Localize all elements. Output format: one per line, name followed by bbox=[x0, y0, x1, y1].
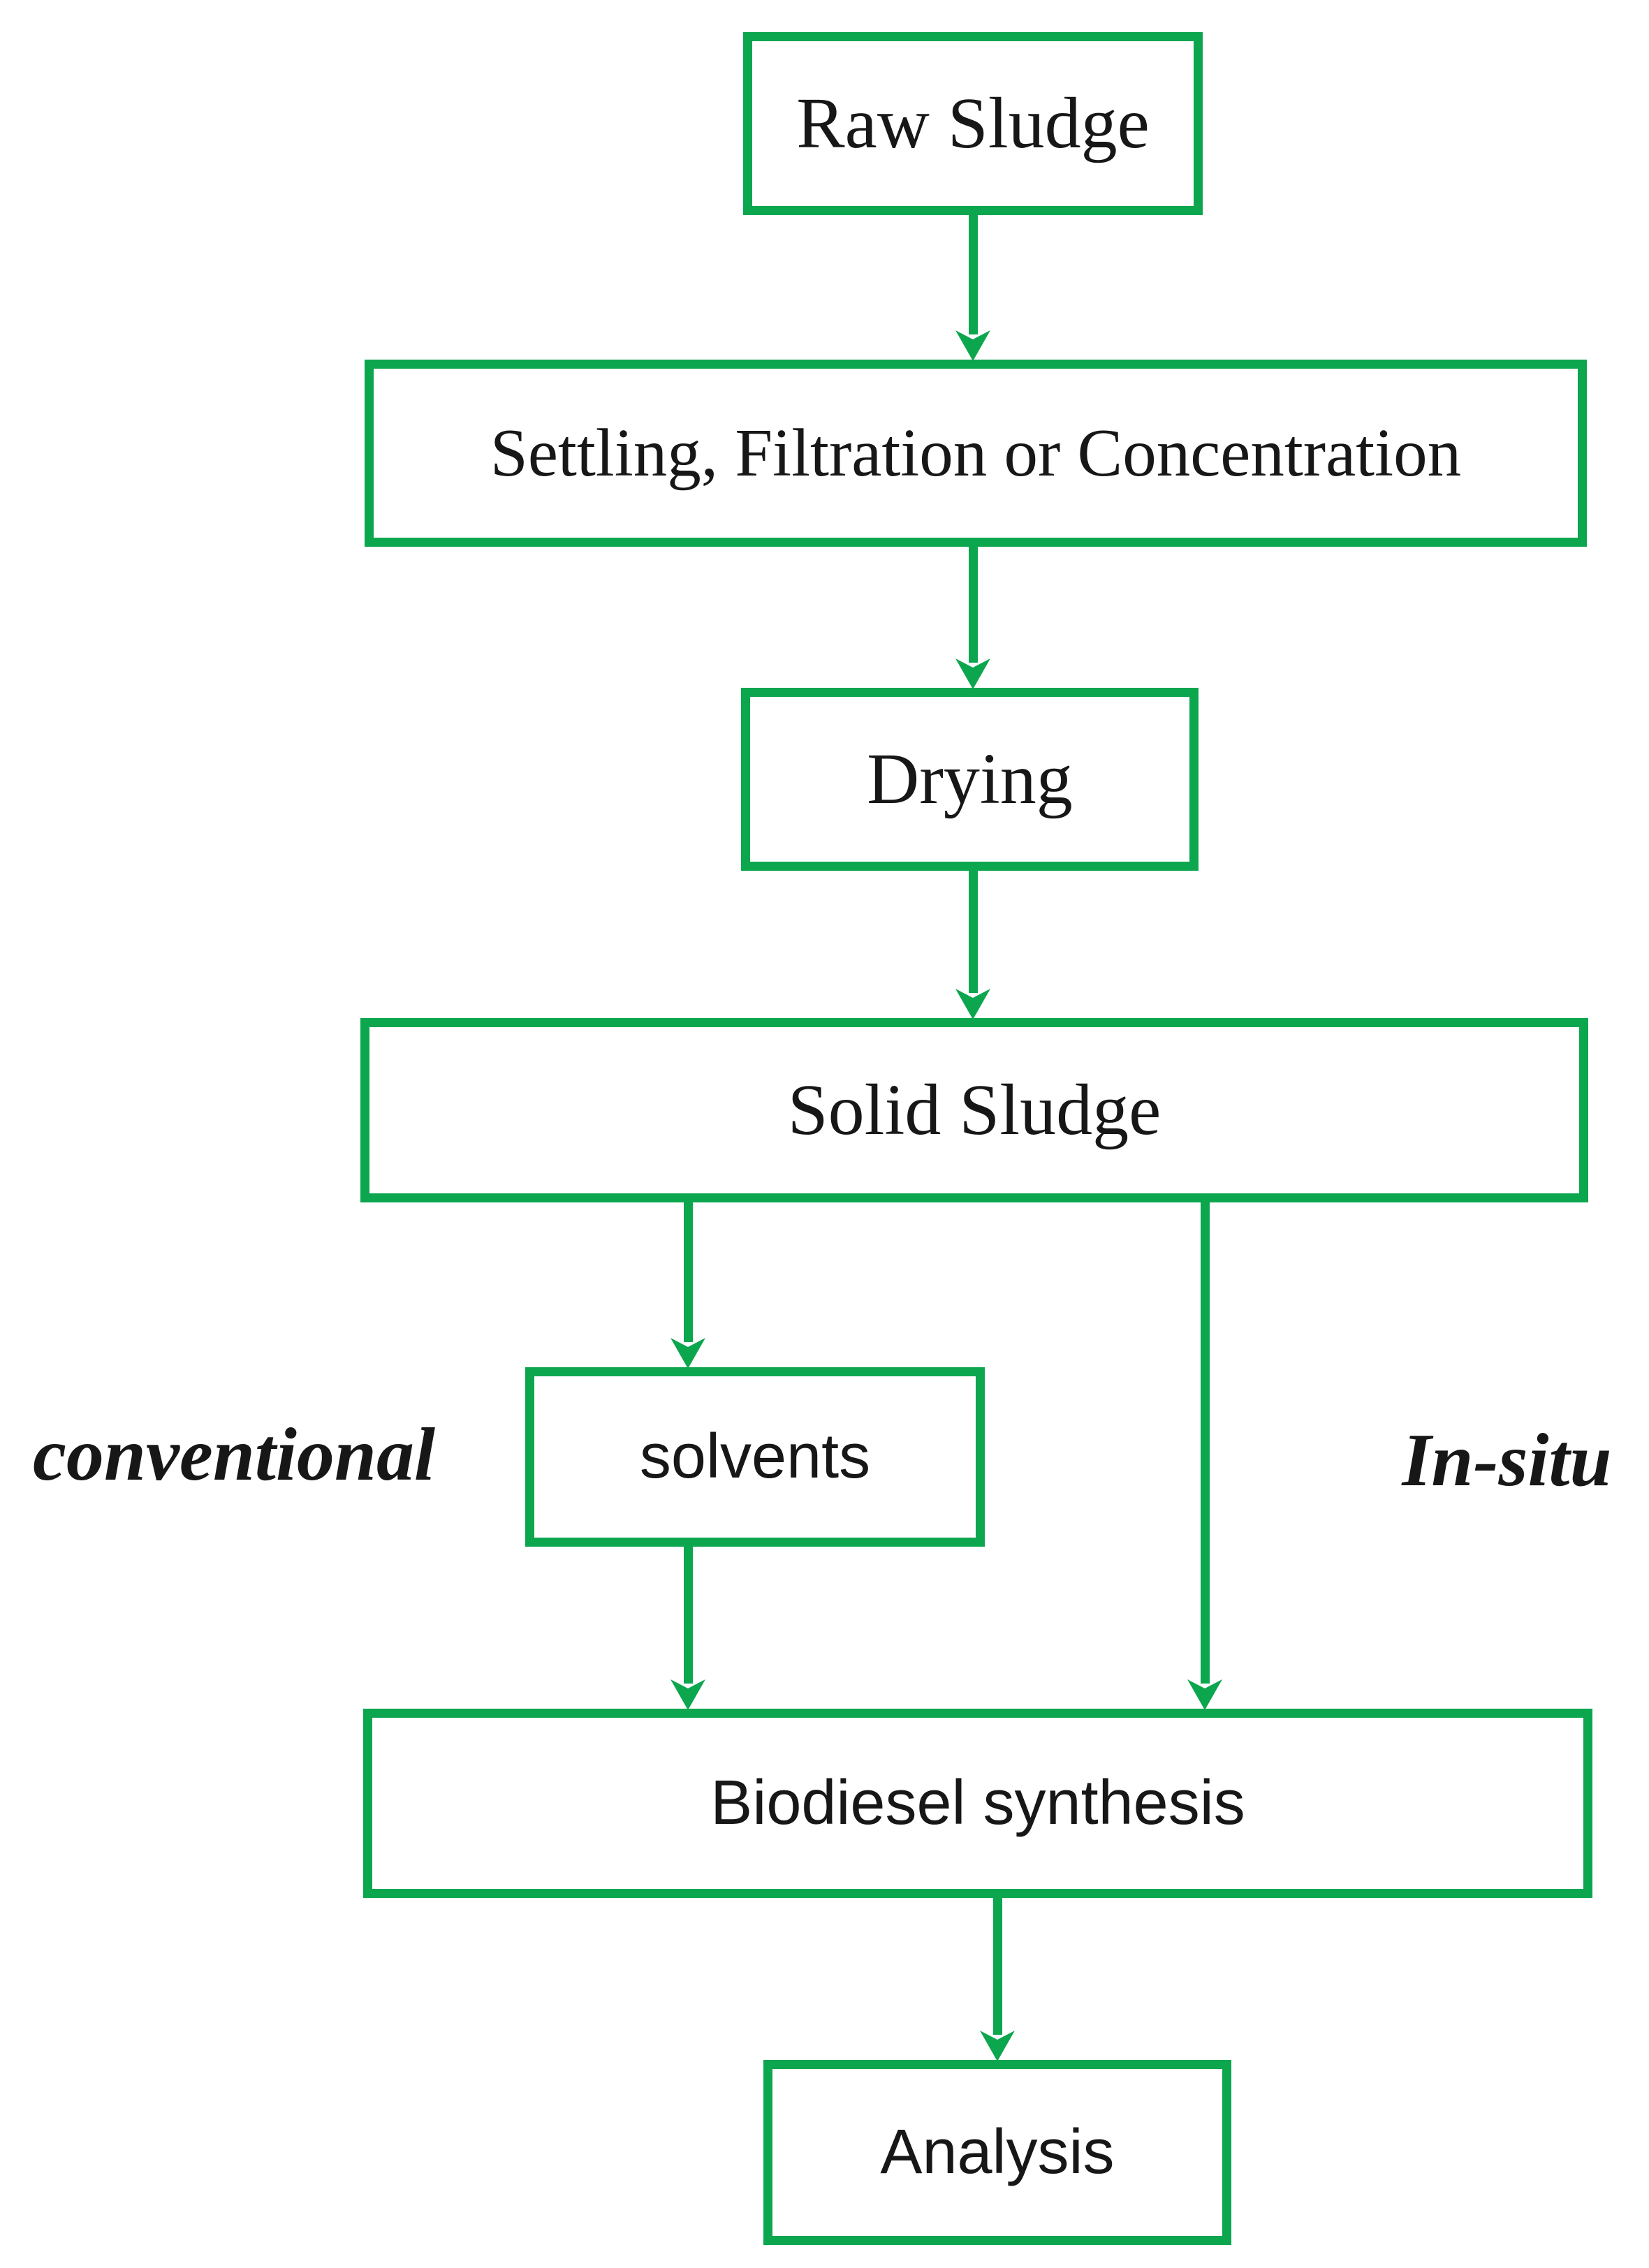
branch-label-conventional: conventional bbox=[32, 1413, 436, 1496]
node-solid-sludge-label: Solid Sludge bbox=[787, 1070, 1161, 1151]
arrow-down-icon bbox=[955, 869, 990, 1019]
node-biodiesel-synthesis: Biodiesel synthesis bbox=[363, 1709, 1592, 1898]
arrow-down-icon bbox=[955, 214, 990, 361]
node-solvents: solvents bbox=[525, 1367, 985, 1547]
arrowhead-down-icon bbox=[980, 2031, 1015, 2061]
node-analysis: Analysis bbox=[763, 2060, 1231, 2245]
arrow-shaft bbox=[968, 869, 978, 993]
node-raw-sludge-label: Raw Sludge bbox=[796, 83, 1150, 164]
arrowhead-down-icon bbox=[670, 1679, 705, 1710]
arrowhead-down-icon bbox=[955, 330, 990, 361]
arrow-shaft bbox=[683, 1201, 693, 1342]
arrow-down-icon bbox=[1187, 1201, 1222, 1710]
arrow-shaft bbox=[683, 1545, 693, 1684]
arrow-down-icon bbox=[670, 1545, 705, 1710]
node-solid-sludge: Solid Sludge bbox=[360, 1018, 1588, 1202]
arrow-shaft bbox=[1200, 1201, 1210, 1684]
node-drying-label: Drying bbox=[867, 739, 1073, 820]
arrowhead-down-icon bbox=[1187, 1679, 1222, 1710]
arrow-down-icon bbox=[670, 1201, 705, 1369]
arrowhead-down-icon bbox=[955, 658, 990, 689]
arrowhead-down-icon bbox=[955, 989, 990, 1019]
arrowhead-down-icon bbox=[670, 1338, 705, 1369]
node-biodiesel-synthesis-label: Biodiesel synthesis bbox=[710, 1768, 1245, 1839]
node-raw-sludge: Raw Sludge bbox=[743, 32, 1203, 215]
arrow-shaft bbox=[968, 545, 978, 663]
arrow-shaft bbox=[992, 1897, 1002, 2035]
node-settling-filtration-concentration: Settling, Filtration or Concentration bbox=[365, 360, 1587, 547]
node-analysis-label: Analysis bbox=[880, 2117, 1115, 2188]
node-solvents-label: solvents bbox=[639, 1422, 871, 1492]
arrow-shaft bbox=[968, 214, 978, 334]
node-settling-label: Settling, Filtration or Concentration bbox=[490, 415, 1462, 491]
arrow-down-icon bbox=[980, 1897, 1015, 2061]
branch-label-in-situ: In-situ bbox=[1402, 1419, 1612, 1502]
arrow-down-icon bbox=[955, 545, 990, 689]
node-drying: Drying bbox=[741, 688, 1199, 871]
